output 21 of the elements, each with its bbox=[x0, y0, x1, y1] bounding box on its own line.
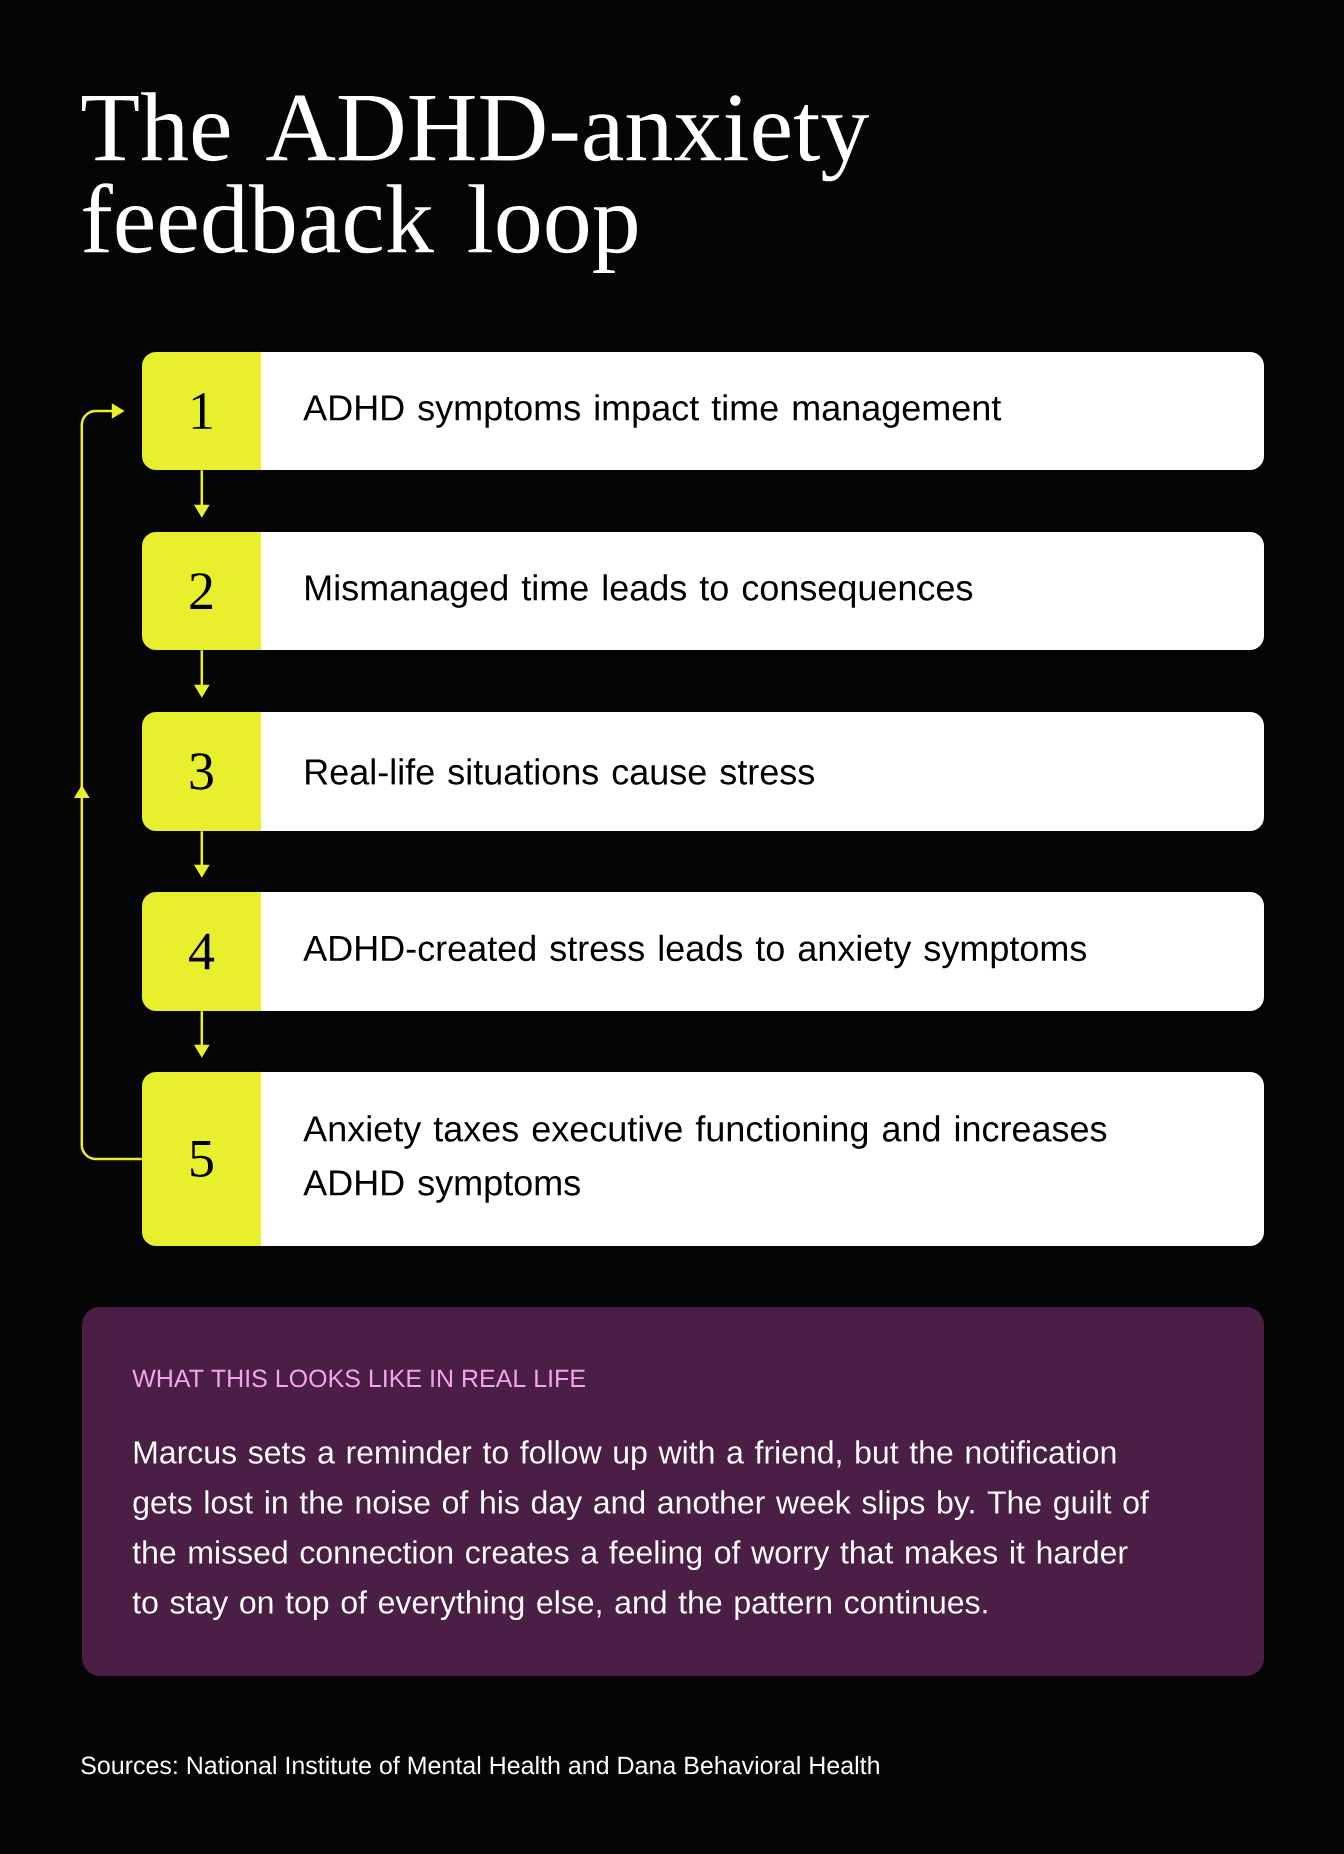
step-box bbox=[142, 1072, 1264, 1246]
panel-heading: WHAT THIS LOOKS LIKE IN REAL LIFE bbox=[132, 1369, 585, 1388]
step-number: 2 bbox=[190, 573, 213, 609]
step-box bbox=[142, 712, 1264, 831]
step-box bbox=[142, 892, 1264, 1011]
step-text: Real-life situations cause stress bbox=[306, 758, 814, 785]
title: The ADHD-anxiety feedback loop bbox=[81, 92, 869, 274]
step-number: 1 bbox=[192, 393, 212, 429]
step-box bbox=[142, 352, 1264, 470]
step-text: ADHD-created stress leads to anxiety symptoms bbox=[303, 934, 1087, 969]
panel-text: Marcus sets a reminder to follow up with a friend, but the notification gets lost in the noise of his day and another week slips by. The guilt of the missed connection creates a feeling of worry that makes it harder to stay on top of everything else, and the pattern continues. bbox=[132, 1440, 1149, 1621]
step-text: ADHD symptoms impact time management bbox=[303, 394, 1002, 428]
step-number: 5 bbox=[191, 1141, 213, 1177]
arrow bbox=[73, 403, 142, 1161]
step-number: 3 bbox=[190, 753, 213, 790]
step-text: Anxiety taxes executive functioning and increases ADHD symptoms bbox=[303, 1115, 1107, 1203]
step-text: Mismanaged time leads to consequences bbox=[306, 574, 973, 608]
step-box bbox=[142, 532, 1264, 650]
step-number: 4 bbox=[189, 933, 215, 970]
source-note: Sources: National Institute of Mental Health and Dana Behavioral Health bbox=[81, 1755, 879, 1775]
example-panel bbox=[82, 1307, 1264, 1676]
